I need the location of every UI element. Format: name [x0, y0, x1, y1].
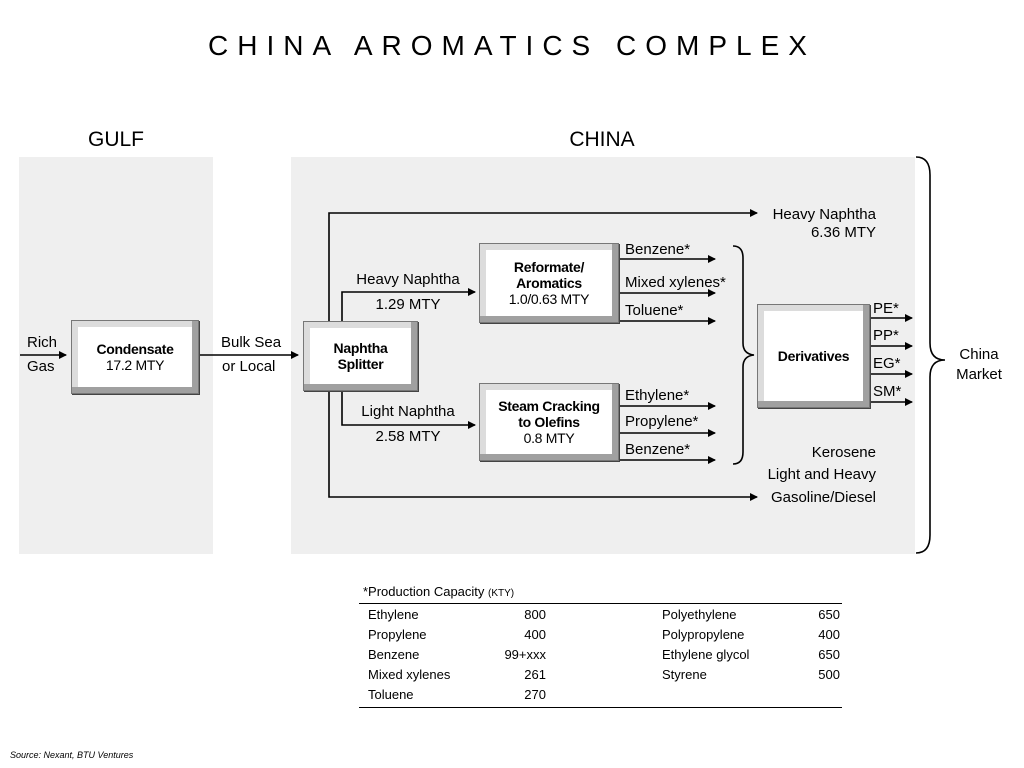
china-region-title: CHINA: [569, 128, 635, 151]
capacity-row-name: Benzene: [368, 647, 420, 662]
heavy-naphtha-feed-name: Heavy Naphtha: [356, 271, 460, 288]
rich-gas-label-line2: Gas: [27, 358, 55, 375]
cracking-output-ethylene: Ethylene*: [625, 387, 690, 404]
bottom-products-line3: Gasoline/Diesel: [770, 489, 876, 506]
derivative-output-pe: PE*: [873, 300, 899, 317]
cracking-output-propylene: Propylene*: [625, 413, 699, 430]
derivative-output-eg: EG*: [873, 355, 901, 372]
rich-gas-label-line1: Rich: [27, 334, 58, 351]
reformate-output-benzene: Benzene*: [625, 241, 691, 258]
capacity-row-value: 99+xxx: [504, 647, 546, 662]
capacity-row-value: 270: [524, 687, 546, 702]
derivatives-name: Derivatives: [777, 348, 850, 364]
reformate-output-mixed-xylenes: Mixed xylenes*: [625, 274, 726, 291]
cracking-output-benzene: Benzene*: [625, 441, 691, 458]
heavy-naphtha-bypass-name: Heavy Naphtha: [772, 206, 876, 223]
gulf-region-title: GULF: [87, 128, 144, 151]
splitter-line1: Naphtha: [333, 340, 388, 356]
capacity-table-top-rule: [359, 603, 842, 604]
bottom-products-line2: Light and Heavy: [767, 466, 876, 483]
heavy-naphtha-feed-qty: 1.29 MTY: [375, 296, 441, 313]
capacity-row-value: 500: [818, 667, 840, 682]
capacity-row-name: Propylene: [368, 627, 427, 642]
cracking-line2: to Olefins: [518, 414, 580, 430]
reformate-aromatics-box: Reformate/ Aromatics 1.0/0.63 MTY: [479, 243, 619, 323]
derivative-output-pp: PP*: [873, 327, 899, 344]
page-title: CHINA AROMATICS COMPLEX: [208, 30, 816, 61]
condensate-qty: 17.2 MTY: [105, 357, 165, 373]
capacity-heading: *Production Capacity (KTY): [363, 584, 514, 599]
china-market-line1: China: [959, 346, 999, 363]
capacity-row-name: Ethylene glycol: [662, 647, 750, 662]
condensate-box: Condensate 17.2 MTY: [71, 320, 199, 394]
reformate-line2: Aromatics: [516, 275, 582, 291]
reformate-qty: 1.0/0.63 MTY: [508, 291, 590, 307]
capacity-row-value: 800: [524, 607, 546, 622]
derivatives-box: Derivatives: [757, 304, 870, 408]
transport-label-line2: or Local: [222, 358, 276, 375]
capacity-unit: (KTY): [488, 588, 515, 599]
steam-cracking-box: Steam Cracking to Olefins 0.8 MTY: [479, 383, 619, 461]
source-note: Source: Nexant, BTU Ventures: [10, 750, 134, 760]
light-naphtha-feed-qty: 2.58 MTY: [375, 428, 441, 445]
capacity-row-value: 650: [818, 607, 840, 622]
transport-label-line1: Bulk Sea: [221, 334, 282, 351]
capacity-row-value: 400: [818, 627, 840, 642]
condensate-name: Condensate: [96, 341, 174, 357]
capacity-row-name: Styrene: [662, 667, 707, 682]
capacity-row-name: Polyethylene: [662, 607, 737, 622]
capacity-row-value: 650: [818, 647, 840, 662]
china-market-line2: Market: [956, 366, 1002, 383]
reformate-line1: Reformate/: [513, 259, 585, 275]
capacity-table-bottom-rule: [359, 707, 842, 708]
cracking-line1: Steam Cracking: [498, 398, 600, 414]
capacity-row-value: 400: [524, 627, 546, 642]
reformate-output-toluene: Toluene*: [625, 302, 684, 319]
capacity-row-value: 261: [524, 667, 546, 682]
bottom-products-line1: Kerosene: [811, 444, 876, 461]
derivative-output-sm: SM*: [873, 383, 902, 400]
capacity-row-name: Toluene: [368, 687, 414, 702]
heavy-naphtha-bypass-qty: 6.36 MTY: [810, 224, 876, 241]
capacity-row-name: Polypropylene: [662, 627, 745, 642]
capacity-row-name: Ethylene: [368, 607, 419, 622]
capacity-heading-text: *Production Capacity: [363, 584, 485, 599]
splitter-line2: Splitter: [337, 356, 384, 372]
capacity-row-name: Mixed xylenes: [368, 667, 451, 682]
cracking-qty: 0.8 MTY: [523, 430, 575, 446]
naphtha-splitter-box: Naphtha Splitter: [303, 321, 418, 391]
light-naphtha-feed-name: Light Naphtha: [361, 403, 455, 420]
